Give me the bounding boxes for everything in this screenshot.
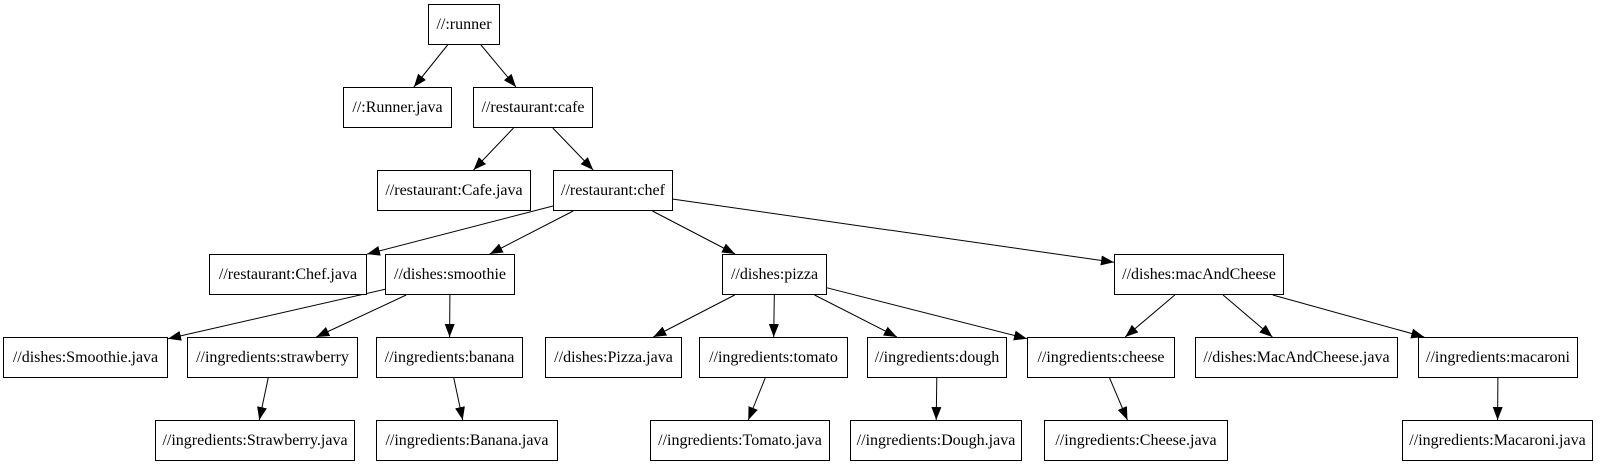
graph-node-pizza-java: //dishes:Pizza.java — [545, 337, 682, 378]
graph-node-strawberry-java: //ingredients:Strawberry.java — [155, 420, 355, 461]
graph-node-smoothie-java: //dishes:Smoothie.java — [3, 337, 168, 378]
graph-node-tomato: //ingredients:tomato — [699, 337, 848, 378]
graph-node-macandcheese-java: //dishes:MacAndCheese.java — [1195, 337, 1398, 378]
graph-edge-pizza-to-cheese — [826, 287, 1028, 341]
graph-edge-chef-to-pizza — [652, 210, 736, 255]
graph-node-cafe-java: //restaurant:Cafe.java — [377, 170, 531, 211]
graph-edge-strawberry-to-strawberry-java — [257, 377, 269, 421]
graph-edge-macandcheese-to-macaroni — [1272, 294, 1425, 339]
graph-node-cafe: //restaurant:cafe — [473, 87, 593, 128]
graph-edge-tomato-to-tomato-java — [747, 377, 766, 421]
graph-node-chef: //restaurant:chef — [553, 170, 673, 211]
graph-node-tomato-java: //ingredients:Tomato.java — [650, 420, 830, 461]
graph-node-banana: //ingredients:banana — [376, 337, 523, 378]
graph-node-macaroni: //ingredients:macaroni — [1418, 337, 1578, 378]
graph-node-dough-java: //ingredients:Dough.java — [850, 420, 1022, 461]
graph-edge-runner-to-cafe — [480, 44, 517, 88]
graph-node-chef-java: //restaurant:Chef.java — [209, 254, 367, 295]
graph-node-smoothie: //dishes:smoothie — [385, 254, 515, 295]
graph-edge-chef-to-chef-java — [366, 205, 554, 256]
graph-edge-pizza-to-dough — [814, 294, 898, 338]
graph-edge-cafe-to-cafe-java — [473, 127, 514, 171]
graph-node-cheese: //ingredients:cheese — [1027, 337, 1175, 378]
graph-edge-banana-to-banana-java — [453, 377, 465, 421]
graph-edge-pizza-to-pizza-java — [653, 294, 735, 338]
graph-edge-chef-to-smoothie — [489, 210, 574, 255]
graph-node-macaroni-java: //ingredients:Macaroni.java — [1402, 420, 1593, 461]
graph-edge-smoothie-to-smoothie-java — [167, 288, 386, 341]
graph-node-macandcheese: //dishes:macAndCheese — [1114, 254, 1284, 295]
graph-edge-macandcheese-to-cheese — [1124, 294, 1176, 338]
graph-edge-cafe-to-chef — [552, 127, 594, 171]
graph-edge-dough-to-dough-java — [931, 377, 942, 421]
graph-node-strawberry: //ingredients:strawberry — [187, 337, 358, 378]
graph-node-banana-java: //ingredients:Banana.java — [376, 420, 558, 461]
graph-node-cheese-java: //ingredients:Cheese.java — [1044, 420, 1228, 461]
graph-edge-smoothie-to-strawberry — [316, 294, 407, 338]
graph-edge-runner-to-runner-java — [413, 44, 448, 88]
graph-node-runner-java: //:Runner.java — [343, 87, 452, 128]
graph-node-pizza: //dishes:pizza — [722, 254, 827, 295]
graph-node-runner: //:runner — [428, 4, 500, 45]
graph-edge-pizza-to-tomato — [768, 294, 779, 338]
graph-edge-chef-to-macandcheese — [672, 198, 1115, 266]
graph-edge-macandcheese-to-macandcheese-java — [1222, 294, 1273, 338]
graph-node-dough: //ingredients:dough — [867, 337, 1007, 378]
graph-edge-cheese-to-cheese-java — [1109, 377, 1128, 421]
